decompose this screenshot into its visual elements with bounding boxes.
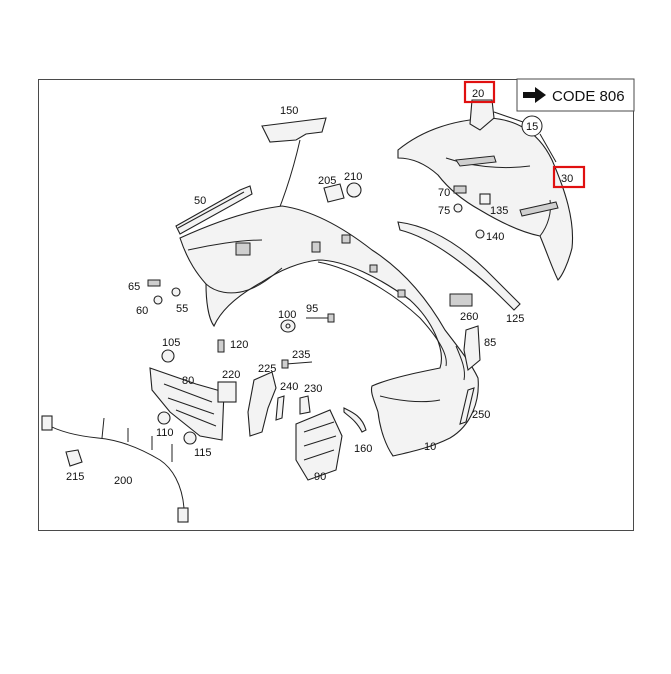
highlight-box-30 xyxy=(552,165,586,189)
code-label: CODE 806 xyxy=(552,88,625,105)
label-160: 160 xyxy=(354,443,372,455)
part-210-component xyxy=(346,182,362,198)
part-240-clip xyxy=(275,395,285,421)
part-230-clip xyxy=(299,395,311,415)
label-225: 225 xyxy=(258,363,276,375)
code-box: CODE 806 xyxy=(516,78,635,112)
label-85: 85 xyxy=(484,337,496,349)
part-20-bracket xyxy=(469,99,495,131)
label-125: 125 xyxy=(506,313,524,325)
part-100-washer xyxy=(280,319,296,333)
label-110: 110 xyxy=(156,427,174,439)
part-65-clip xyxy=(147,279,161,287)
label-115: 115 xyxy=(194,447,212,459)
part-215-connector xyxy=(65,449,83,467)
label-240: 240 xyxy=(280,381,298,393)
part-205-component xyxy=(323,183,345,203)
label-20: 20 xyxy=(472,88,484,100)
part-135-clip xyxy=(479,193,491,205)
label-50: 50 xyxy=(194,195,206,207)
part-260-bracket xyxy=(449,293,473,307)
part-110-sensor xyxy=(157,411,171,425)
label-60: 60 xyxy=(136,305,148,317)
label-135: 135 xyxy=(490,205,508,217)
part-70-clip xyxy=(453,185,467,194)
part-200-harness xyxy=(41,415,189,523)
part-80-bracket xyxy=(149,367,225,441)
highlight-box-20 xyxy=(463,80,496,104)
part-50-shape xyxy=(175,185,253,235)
label-210: 210 xyxy=(344,171,362,183)
label-95: 95 xyxy=(306,303,318,315)
label-250: 250 xyxy=(472,409,490,421)
part-90-bracket xyxy=(295,409,343,481)
part-235-bolt xyxy=(281,359,313,369)
label-70: 70 xyxy=(438,187,450,199)
part-250-strip xyxy=(459,387,475,425)
label-120: 120 xyxy=(230,339,248,351)
part-115-sensor xyxy=(183,431,197,445)
label-30: 30 xyxy=(561,173,573,185)
label-230: 230 xyxy=(304,383,322,395)
part-60-clip xyxy=(153,295,163,305)
part-10-bumper xyxy=(179,205,479,457)
part-125-strip xyxy=(397,221,521,311)
label-15: 15 xyxy=(526,121,538,133)
label-220: 220 xyxy=(222,369,240,381)
part-85-holder xyxy=(463,325,481,372)
label-75: 75 xyxy=(438,205,450,217)
label-80: 80 xyxy=(182,375,194,387)
part-75-clip xyxy=(453,203,463,213)
callout-15 xyxy=(493,111,557,163)
part-220-pad xyxy=(217,381,237,403)
label-140: 140 xyxy=(486,231,504,243)
label-215: 215 xyxy=(66,471,84,483)
label-150: 150 xyxy=(280,105,298,117)
label-90: 90 xyxy=(314,471,326,483)
part-140-clip xyxy=(475,229,485,239)
label-105: 105 xyxy=(162,337,180,349)
part-105-sensor xyxy=(161,349,175,363)
right-arrow-icon xyxy=(523,87,546,103)
label-55: 55 xyxy=(176,303,188,315)
part-120-sensor xyxy=(217,339,225,353)
label-260: 260 xyxy=(460,311,478,323)
label-65: 65 xyxy=(128,281,140,293)
part-160-trim xyxy=(343,407,367,433)
label-235: 235 xyxy=(292,349,310,361)
part-95-bolt xyxy=(306,313,335,323)
part-55-clip xyxy=(171,287,181,297)
label-100: 100 xyxy=(278,309,296,321)
label-205: 205 xyxy=(318,175,336,187)
label-10: 10 xyxy=(424,441,436,453)
part-225-bracket xyxy=(247,371,277,437)
label-200: 200 xyxy=(114,475,132,487)
